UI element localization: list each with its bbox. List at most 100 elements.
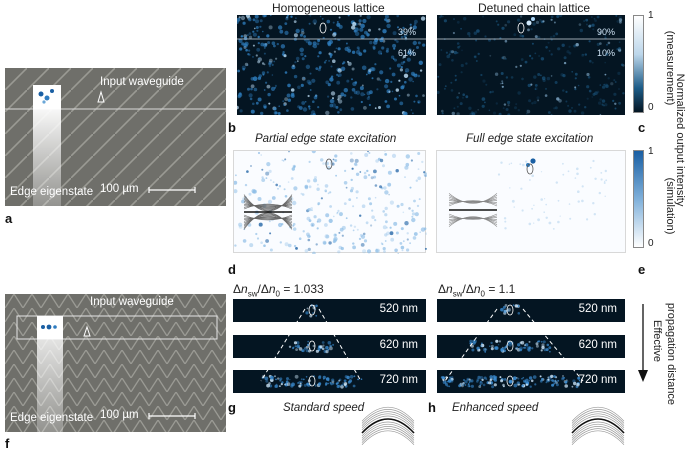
intensity-spot [549,222,552,225]
intensity-spot [270,249,273,252]
intensity-spot [352,22,356,26]
intensity-spot [525,61,528,64]
intensity-spot [325,60,327,62]
intensity-spot [352,68,355,71]
intensity-spot [301,193,303,195]
intensity-spot [574,110,577,113]
intensity-spot [415,95,418,98]
intensity-spot [384,190,388,194]
panel-label-a: a [5,211,12,226]
intensity-spot [287,84,291,88]
intensity-spot [256,48,260,52]
intensity-spot [361,101,363,103]
intensity-spot [589,90,592,93]
intensity-spot [413,101,415,103]
intensity-spot [509,164,510,165]
intensity-spot [332,33,336,37]
intensity-spot [551,75,553,77]
intensity-spot [482,16,484,18]
intensity-spot [403,212,405,214]
intensity-spot [308,41,312,45]
intensity-spot [329,191,331,193]
intensity-spot [367,15,371,19]
intensity-spot [417,100,420,103]
intensity-spot [457,42,460,45]
intensity-spot [496,20,498,22]
speed-label-h: Enhanced speed [452,402,538,414]
intensity-spot [273,181,275,183]
intensity-spot [571,107,573,109]
intensity-spot [309,23,311,25]
intensity-spot [413,41,417,45]
intensity-spot [407,58,411,62]
intensity-spot [292,201,296,205]
intensity-spot [392,154,396,158]
intensity-spot [319,67,321,69]
intensity-spot [419,231,421,233]
intensity-spot [309,161,311,163]
intensity-spot [278,25,282,29]
intensity-spot [375,107,377,109]
intensity-spot [309,185,312,188]
intensity-spot [608,77,610,79]
intensity-spot [446,52,448,54]
intensity-spot [450,82,452,84]
intensity-spot [381,46,384,49]
intensity-spot [275,85,277,87]
intensity-spot [362,19,366,23]
intensity-spot [476,60,478,62]
intensity-spot [515,66,517,68]
intensity-spot [339,17,341,19]
intensity-spot [310,89,312,91]
intensity-spot [303,230,305,232]
intensity-spot [267,93,270,96]
intensity-spot [386,50,389,53]
intensity-spot [297,60,299,62]
intensity-spot [339,246,343,250]
intensity-spot [334,159,337,162]
scale-bar-label-f: 100 µm [100,409,139,421]
intensity-spot [456,96,459,99]
intensity-spot [531,17,535,21]
intensity-spot [514,206,515,207]
intensity-spot [605,74,607,76]
intensity-spot [480,74,482,76]
intensity-spot [312,151,316,153]
intensity-spot [587,98,589,100]
intensity-spot [404,74,408,78]
intensity-spot [594,178,596,180]
intensity-spot [259,223,263,227]
colorbar-simulation-max: 1 [648,146,654,157]
panel-label-b: b [228,120,236,135]
intensity-spot [271,87,275,91]
intensity-spot [462,93,465,96]
intensity-spot [542,20,544,22]
intensity-spot [265,82,267,84]
intensity-spot [350,152,353,155]
intensity-spot [615,15,617,17]
intensity-spot [415,212,419,216]
intensity-spot [585,53,587,55]
intensity-spot [575,73,578,76]
intensity-spot [533,205,534,206]
intensity-spot [370,224,372,226]
intensity-spot [317,39,320,42]
intensity-spot [346,187,348,189]
intensity-spot [360,35,364,39]
intensity-spot [604,62,606,64]
intensity-spot [526,113,528,115]
intensity-spot [247,34,249,36]
intensity-spot [589,60,592,63]
intensity-spot [320,16,322,18]
intensity-spot [270,179,272,181]
intensity-spot [241,42,244,45]
intensity-spot [374,219,376,221]
intensity-spot [582,185,584,187]
intensity-spot [287,94,291,98]
colorbar-label-measurement: (measurement) [664,18,676,118]
intensity-spot [576,173,579,176]
colorbar-measurement [633,15,644,113]
intensity-spot [384,233,387,236]
intensity-spot [446,55,450,59]
intensity-spot [518,109,520,111]
